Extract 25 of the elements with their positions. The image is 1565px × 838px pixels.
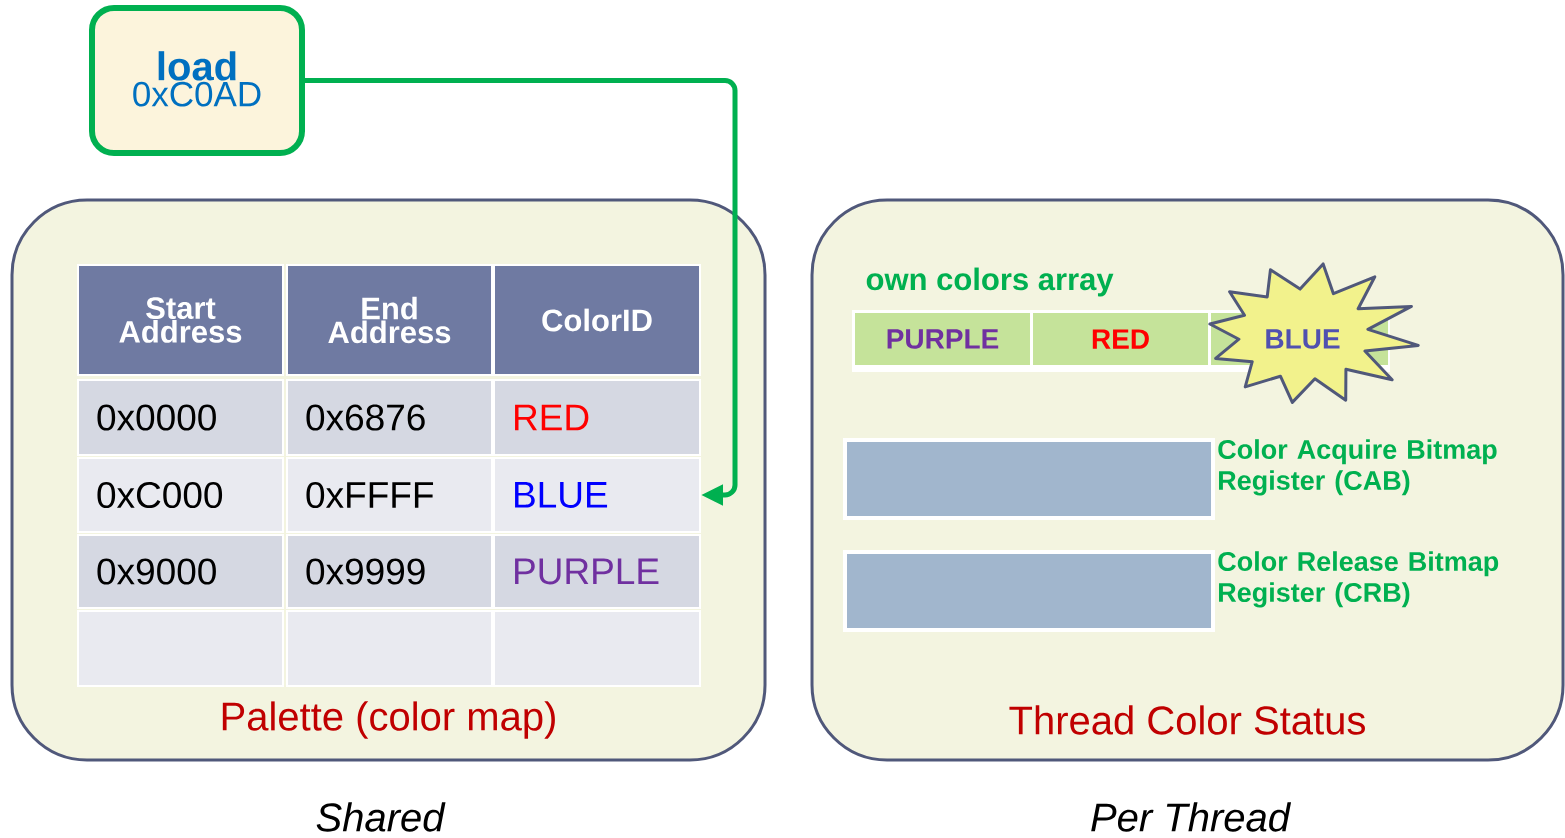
table-cell: 0xFFFF — [286, 457, 493, 533]
register-label: Color Release Bitmap Register (CRB) — [1218, 551, 1499, 608]
arrow — [305, 78, 738, 506]
table-cell — [493, 610, 701, 687]
table-cell: 0x6876 — [286, 379, 493, 456]
caption: Per Thread — [1091, 802, 1292, 832]
table-cell: 0x0000 — [77, 379, 284, 456]
table-cell — [286, 610, 493, 687]
table-cell: 0x9000 — [77, 534, 284, 609]
array-cell: PURPLE — [855, 313, 1030, 365]
header-cell: ColorID — [493, 264, 701, 376]
table-cell: PURPLE — [493, 534, 701, 609]
caption: Shared — [316, 802, 446, 832]
table-cell: 0xC000 — [77, 457, 284, 533]
header-cell: End Address — [286, 264, 493, 376]
node-label: own colors array — [866, 267, 1114, 297]
array-cell: RED — [1033, 313, 1208, 365]
starburst: BLUE — [1208, 262, 1420, 404]
table-cell: BLUE — [493, 457, 701, 533]
table-cell: 0x9999 — [286, 534, 493, 609]
table-cell — [77, 610, 284, 687]
header-cell: Start Address — [77, 264, 284, 376]
register-label: Color Acquire Bitmap Register (CAB) — [1218, 439, 1497, 496]
table-cell: RED — [493, 379, 701, 456]
instruction-box: load 0xC0AD — [89, 5, 305, 156]
